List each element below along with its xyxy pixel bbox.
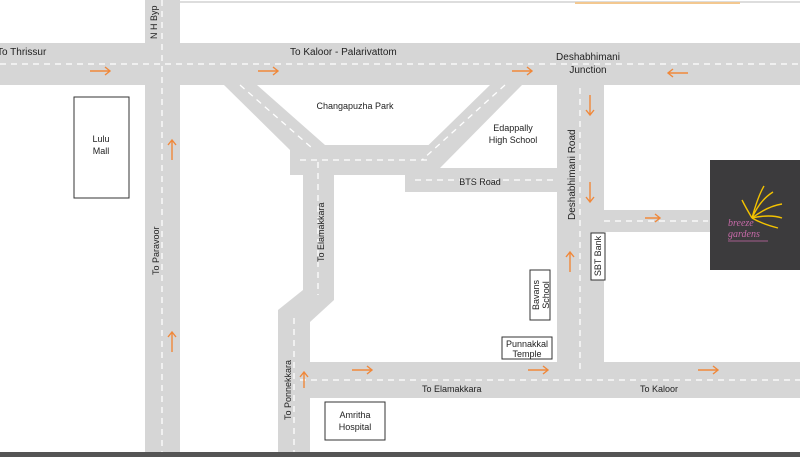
to-paravoor-label: To Paravoor (151, 226, 161, 275)
to-kaloor-bottom-label: To Kaloor (640, 384, 678, 394)
arrow-north-3-icon (565, 250, 575, 272)
arrow-north-1-icon (167, 138, 177, 160)
nh-bypass-road (145, 0, 180, 457)
amritha-hospital-line1: Amritha (339, 410, 370, 420)
amritha-hospital-box (324, 401, 386, 441)
lulu-mall-line1: Lulu (92, 134, 109, 144)
landmark-boxes: Lulu Mall Bavans School SBT Bank Punnakk… (73, 96, 606, 441)
arrow-south-1-icon (585, 95, 595, 117)
to-elamakkara-vertical-label: To Elamakkara (316, 202, 326, 262)
nh-bypass-label: N H Byp (149, 5, 159, 39)
deshabhimani-junction-line2: Junction (569, 65, 606, 76)
project-name-line2: gardens (728, 229, 760, 240)
changapuzha-park-label: Changapuzha Park (316, 101, 394, 111)
bottom-edge-bar (0, 452, 800, 457)
arrow-west-icon (666, 68, 688, 78)
arrow-north-2-icon (167, 330, 177, 352)
punnakkal-temple-line2: Temple (512, 349, 541, 359)
lulu-mall-line2: Mall (93, 146, 110, 156)
deshabhimani-junction-line1: Deshabhimani (556, 52, 620, 63)
edappally-school-line2: High School (489, 135, 538, 145)
arrow-north-4-icon (299, 370, 309, 388)
bts-road-label: BTS Road (459, 177, 501, 187)
to-thrissur-label: To Thrissur (0, 47, 47, 58)
to-kaloor-palarivattom-label: To Kaloor - Palarivattom (290, 47, 397, 58)
arrow-to-project-icon (645, 213, 662, 223)
arrow-east-4-icon (352, 365, 374, 375)
lulu-mall-box (73, 96, 130, 199)
sbt-bank-box (590, 232, 606, 281)
deshabhimani-road-label: Deshabhimani Road (567, 129, 578, 220)
direction-arrows (90, 66, 720, 388)
project-location-marker: breeze gardens (710, 160, 800, 270)
road-labels: To Thrissur N H Byp To Kaloor - Palariva… (0, 5, 678, 420)
arrow-east-5-icon (528, 365, 550, 375)
to-elamakkara-bottom-label: To Elamakkara (422, 384, 482, 394)
sbt-bank-label: SBT Bank (593, 235, 603, 276)
bavans-school-line1: Bavans (531, 279, 541, 310)
arrow-east-3-icon (512, 66, 534, 76)
punnakkal-temple-line1: Punnakkal (506, 339, 548, 349)
bavans-school-line2: School (541, 281, 551, 309)
arrow-east-1-icon (90, 66, 112, 76)
edappally-school-line1: Edappally (493, 123, 533, 133)
to-ponnekkara-label: To Ponnekkara (283, 360, 293, 420)
project-name-line1: breeze (728, 218, 754, 229)
arrow-east-2-icon (258, 66, 280, 76)
arrow-east-6-icon (698, 365, 720, 375)
flower-logo-icon (741, 185, 783, 229)
arrow-south-2-icon (585, 182, 595, 204)
bavans-school-box (529, 269, 551, 321)
punnakkal-temple-box (501, 336, 553, 360)
amritha-hospital-line2: Hospital (339, 422, 372, 432)
